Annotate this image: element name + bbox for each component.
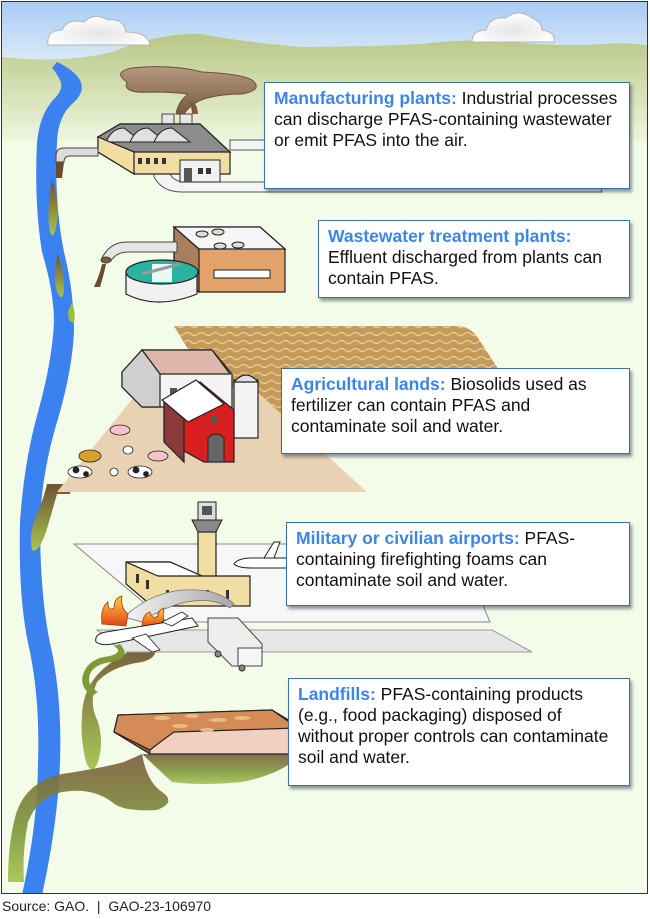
callout-body: Industrial processes can discharge PFAS-… bbox=[274, 88, 618, 150]
airplane bbox=[233, 557, 293, 569]
contaminant-plume bbox=[54, 254, 64, 297]
callout-heading: Manufacturing plants: bbox=[274, 88, 457, 108]
contaminant-plume bbox=[30, 484, 72, 551]
callout-body: PFAS-containing products (e.g., food pac… bbox=[298, 684, 609, 767]
cloud-icon bbox=[471, 12, 555, 43]
landfill-illustration bbox=[8, 709, 302, 882]
illustration-frame: Manufacturing plants: Industrial process… bbox=[1, 1, 648, 894]
cloud-icon bbox=[47, 16, 151, 46]
callout-heading: Wastewater treatment plants: bbox=[328, 226, 572, 246]
callout-heading: Agricultural lands: bbox=[291, 374, 446, 394]
callout-landfills: Landfills: PFAS-containing products (e.g… bbox=[288, 678, 630, 786]
callout-body: Biosolids used as fertilizer can contain… bbox=[291, 374, 587, 436]
river bbox=[19, 62, 82, 893]
callout-body: Effluent discharged from plants can cont… bbox=[328, 247, 603, 288]
leachate bbox=[8, 754, 169, 882]
fire-icon bbox=[101, 595, 129, 627]
effluent-pipe bbox=[101, 241, 178, 263]
callout-airports: Military or civilian airports: PFAS-cont… bbox=[286, 522, 630, 606]
callout-wastewater: Wastewater treatment plants: Effluent di… bbox=[318, 220, 630, 298]
source-note: Source: GAO. | GAO-23-106970 bbox=[2, 898, 212, 914]
smoke bbox=[120, 66, 257, 115]
callout-agricultural: Agricultural lands: Biosolids used as fe… bbox=[281, 368, 630, 454]
callout-heading: Military or civilian airports: bbox=[296, 528, 520, 548]
contaminant-plume bbox=[68, 302, 75, 323]
discharge-pipe bbox=[55, 147, 99, 163]
callout-body: PFAS-containing firefighting foams can c… bbox=[296, 528, 576, 590]
livestock bbox=[67, 424, 169, 479]
contaminant-plume bbox=[81, 642, 156, 770]
callout-manufacturing: Manufacturing plants: Industrial process… bbox=[264, 82, 630, 189]
wastewater-plant-illustration bbox=[94, 225, 287, 303]
silo bbox=[233, 379, 259, 439]
runway bbox=[95, 629, 533, 653]
callout-heading: Landfills: bbox=[298, 684, 376, 704]
contaminant-plume bbox=[48, 180, 58, 236]
